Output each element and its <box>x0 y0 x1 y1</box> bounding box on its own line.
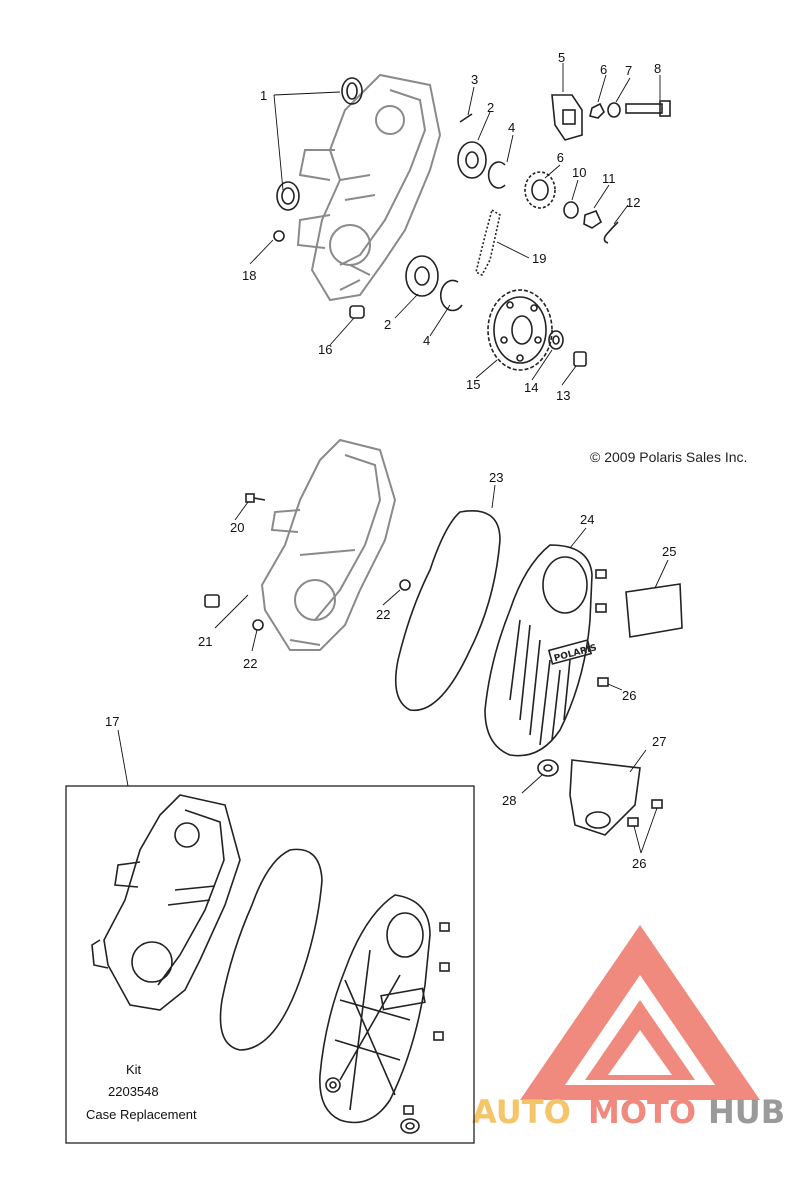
chain-part-19 <box>475 208 501 277</box>
decal-part-25 <box>625 583 683 638</box>
nut-part-6 <box>589 102 605 119</box>
washer-part-14 <box>548 330 564 350</box>
kit-housing <box>91 794 241 1011</box>
kit-bolts <box>403 922 450 1115</box>
tensioner-part-5 <box>551 94 583 141</box>
callout-1: 1 <box>260 88 267 103</box>
callout-14: 14 <box>524 380 538 395</box>
callout-17: 17 <box>105 714 119 729</box>
watermark-text-moto: MOTO <box>588 1093 696 1131</box>
callout-10: 10 <box>572 165 586 180</box>
callout-11: 11 <box>602 171 616 186</box>
seal-part-28 <box>537 759 559 777</box>
cover-part-24: POLARIS <box>484 544 598 757</box>
bearing-part-2-upper <box>457 141 487 179</box>
bolt-part-21 <box>204 594 220 608</box>
callout-19: 19 <box>532 251 546 266</box>
watermark-text-auto: AUTO <box>472 1093 571 1131</box>
nut-part-18 <box>273 230 285 242</box>
callout-5: 5 <box>558 50 565 65</box>
leader-lines-middle <box>214 484 669 854</box>
kit-description: Case Replacement <box>86 1107 197 1122</box>
nut-part-22-left <box>252 619 264 631</box>
callout-2-lower: 2 <box>384 317 391 332</box>
kit-part-number: 2203548 <box>108 1084 159 1099</box>
callouts-middle: 23 24 25 20 21 22 22 26 27 28 26 <box>198 470 676 871</box>
plate-part-27 <box>569 759 641 836</box>
callout-25: 25 <box>662 544 676 559</box>
bolt-part-26-group <box>595 569 663 827</box>
bearing-part-2-lower <box>405 255 439 297</box>
chaincase-housing-middle <box>260 438 397 651</box>
kit-gasket <box>219 848 323 1051</box>
washer-part-7 <box>607 102 621 118</box>
callout-21: 21 <box>198 634 212 649</box>
callout-2-upper: 2 <box>487 100 494 115</box>
callout-12: 12 <box>626 195 640 210</box>
nut-part-11 <box>583 209 603 229</box>
snap-ring-part-4-lower <box>439 279 463 312</box>
callout-6: 6 <box>600 62 607 77</box>
callout-22-right: 22 <box>376 607 390 622</box>
kit-cover <box>319 894 431 1124</box>
callout-22-left: 22 <box>243 656 257 671</box>
callout-24: 24 <box>580 512 594 527</box>
copyright-text: © 2009 Polaris Sales Inc. <box>590 449 747 465</box>
plug-part-16 <box>349 305 365 319</box>
snap-ring-part-4-upper <box>487 161 506 189</box>
callout-13: 13 <box>556 388 570 403</box>
gasket-part-23 <box>394 510 501 712</box>
bolt-part-8 <box>625 100 671 117</box>
kit-seal <box>400 1118 420 1134</box>
callout-23: 23 <box>489 470 503 485</box>
callouts-top: 1 2 3 4 5 6 7 8 9 10 11 12 19 18 2 4 16 … <box>242 50 661 403</box>
callout-8: 8 <box>654 61 661 76</box>
callout-28: 28 <box>502 793 516 808</box>
callout-27: 27 <box>652 734 666 749</box>
kit-label: Kit <box>126 1062 142 1077</box>
sprocket-part-15 <box>487 289 553 371</box>
watermark-text-hub: HUB <box>708 1093 785 1131</box>
callout-7: 7 <box>625 63 632 78</box>
bolt-part-13 <box>573 351 587 367</box>
callout-4-upper: 4 <box>508 120 515 135</box>
callout-3: 3 <box>471 72 478 87</box>
callout-15: 15 <box>466 377 480 392</box>
callout-26-upper: 26 <box>622 688 636 703</box>
callout-18: 18 <box>242 268 256 283</box>
seal-part-1 <box>276 77 363 211</box>
nut-part-22-right <box>399 579 411 591</box>
callout-9: 9 <box>557 150 564 165</box>
kit-box: 17 <box>65 714 475 1144</box>
callout-20: 20 <box>230 520 244 535</box>
pin-part-3 <box>459 113 473 123</box>
callout-26-lower: 26 <box>632 856 646 871</box>
leader-lines-top <box>249 63 661 386</box>
cover-logo-text: POLARIS <box>553 643 598 664</box>
washer-part-10 <box>563 201 579 219</box>
callout-4-lower: 4 <box>423 333 430 348</box>
callout-16: 16 <box>318 342 332 357</box>
sprocket-part-9 <box>524 171 556 209</box>
watermark-logo: AUTO MOTO HUB <box>472 925 785 1131</box>
chaincase-housing-top <box>296 73 442 302</box>
cotter-pin-part-12 <box>603 221 619 244</box>
bolt-part-20 <box>245 493 266 503</box>
